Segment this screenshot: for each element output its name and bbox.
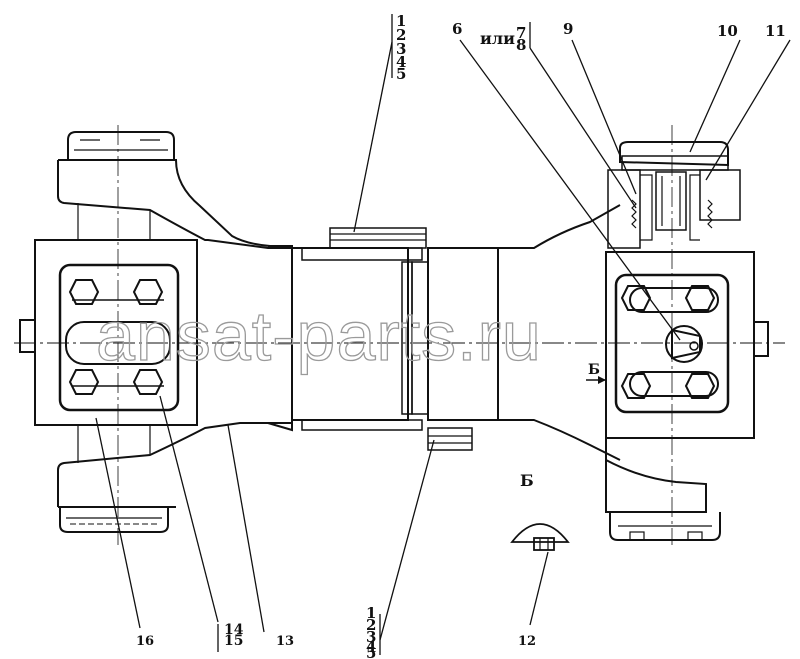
label-8: 8 bbox=[516, 36, 526, 54]
bottom-stack-label-2: 2 bbox=[366, 616, 376, 634]
splined-shaft-section bbox=[267, 204, 621, 461]
left-yoke bbox=[19, 131, 292, 533]
watermark-text: ansat-parts.ru bbox=[96, 297, 542, 375]
label-6: 6 bbox=[452, 20, 462, 38]
label-16: 16 bbox=[136, 634, 154, 649]
bottom-stack-label-5: 5 bbox=[366, 644, 376, 659]
label-15: 15 bbox=[224, 633, 243, 649]
bottom-stack-label-1: 1 bbox=[366, 604, 376, 622]
bottom-stack-label-4: 4 bbox=[366, 638, 376, 656]
label-ili: или bbox=[480, 29, 515, 48]
view-b-detail bbox=[510, 523, 570, 551]
label-7: 7 bbox=[516, 24, 526, 42]
top-stack-label-1: 1 bbox=[396, 12, 406, 30]
label-9: 9 bbox=[563, 20, 573, 38]
right-yoke bbox=[605, 141, 769, 541]
label-11: 11 bbox=[765, 22, 786, 40]
label-10: 10 bbox=[717, 22, 738, 40]
bottom-stack-label-3: 3 bbox=[366, 628, 376, 646]
top-stack-label-5: 5 bbox=[396, 65, 406, 83]
view-b-arrowhead bbox=[598, 376, 606, 384]
view-b-title: Б bbox=[520, 471, 534, 490]
top-stack-label-4: 4 bbox=[396, 53, 406, 71]
label-13: 13 bbox=[276, 634, 294, 649]
label-12: 12 bbox=[518, 634, 536, 649]
view-b-arrow-label: Б bbox=[588, 362, 600, 378]
leader-lines bbox=[95, 14, 791, 655]
top-stack-label-2: 2 bbox=[396, 26, 406, 44]
label-14: 14 bbox=[224, 622, 244, 638]
callout-labels: 1 2 3 4 5 1 2 3 4 5 или 7 8 6 9 10 11 12… bbox=[136, 12, 786, 659]
top-stack-label-3: 3 bbox=[396, 40, 406, 58]
